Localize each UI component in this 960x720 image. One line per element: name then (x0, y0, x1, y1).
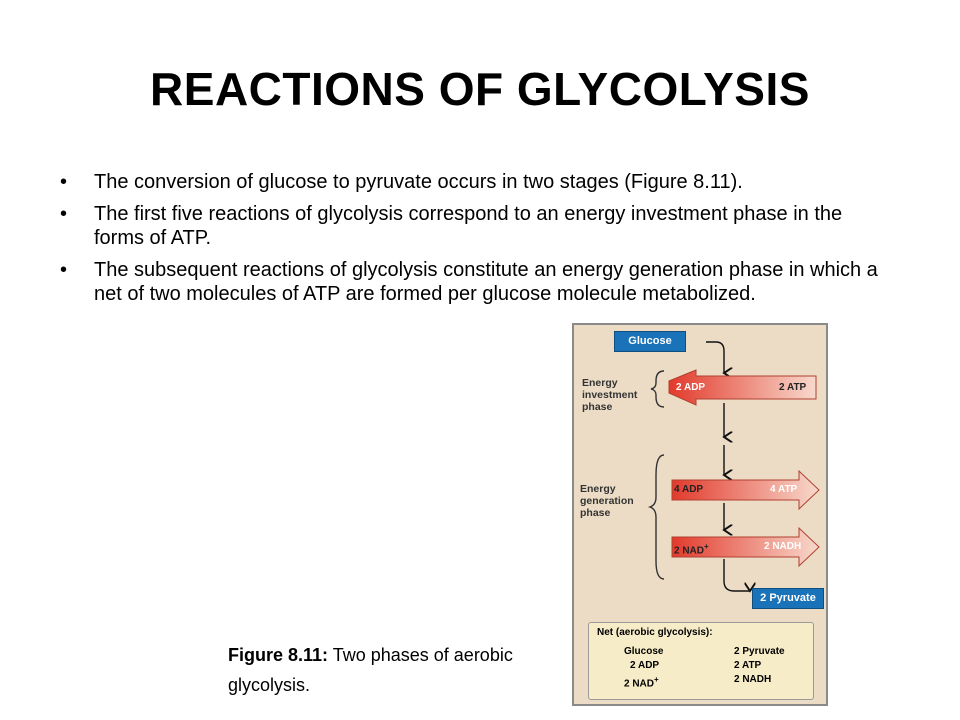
investment-left-label: 2 ADP (676, 382, 706, 393)
generation2-left-label: 2 NAD+ (674, 541, 709, 557)
net-title: Net (aerobic glycolysis): (597, 627, 713, 638)
glycolysis-figure: Glucose Energy investment phase Energy g… (572, 323, 828, 706)
bullet-item: • The conversion of glucose to pyruvate o… (58, 170, 878, 194)
investment-arrow (668, 369, 817, 406)
bullet-text: The conversion of glucose to pyruvate oc… (94, 171, 743, 193)
generation2-right-label: 2 NADH (764, 541, 802, 552)
net-row-left: 2 ADP (630, 660, 660, 671)
net-row-left: Glucose (624, 646, 664, 657)
generation1-left-label: 4 ADP (674, 484, 704, 495)
generation1-right-label: 4 ATP (770, 484, 798, 495)
bullet-item: • The subsequent reactions of glycolysis … (58, 258, 878, 306)
investment-brace (650, 370, 665, 408)
generation-arrow-2 (671, 526, 820, 568)
generation-brace (647, 454, 665, 580)
net-nad-text: 2 NAD (624, 678, 655, 690)
net-summary-box: Net (aerobic glycolysis): (588, 622, 814, 700)
bullet-dot-icon: • (60, 171, 68, 193)
net-nad-sup: + (654, 675, 659, 684)
nad-text: 2 NAD (674, 545, 705, 557)
bullet-dot-icon: • (60, 203, 68, 225)
figure-caption: Figure 8.11: Two phases of aerobic glyco… (228, 640, 518, 700)
slide-title: REACTIONS OF GLYCOLYSIS (150, 63, 810, 115)
bullet-dot-icon: • (60, 259, 68, 281)
figure-graphics (647, 341, 820, 708)
pyruvate-box: 2 Pyruvate (752, 588, 824, 609)
caption-text: Two phases of aerobic glycolysis. (228, 645, 513, 695)
nad-sup: + (704, 542, 709, 551)
investment-phase-label: Energy investment phase (582, 377, 638, 413)
bullet-list: • The conversion of glucose to pyruvate o… (58, 170, 878, 314)
caption-label: Figure 8.11: (228, 645, 329, 665)
flow-arrow (706, 341, 724, 373)
bullet-text: The first five reactions of glycolysis c… (94, 203, 843, 249)
net-row-left: 2 NAD+ (624, 674, 659, 690)
bullet-text: The subsequent reactions of glycolysis c… (94, 259, 878, 305)
glucose-box: Glucose (614, 331, 686, 352)
flow-arrow (723, 559, 750, 591)
generation-phase-label: Energy generation phase (580, 483, 634, 519)
net-row-right: 2 ATP (734, 660, 762, 671)
net-row-right: 2 Pyruvate (734, 646, 785, 657)
net-row-right: 2 NADH (734, 674, 772, 685)
bullet-item: • The first five reactions of glycolysis … (58, 202, 878, 250)
investment-right-label: 2 ATP (779, 382, 807, 393)
generation-arrow-1 (671, 469, 820, 511)
